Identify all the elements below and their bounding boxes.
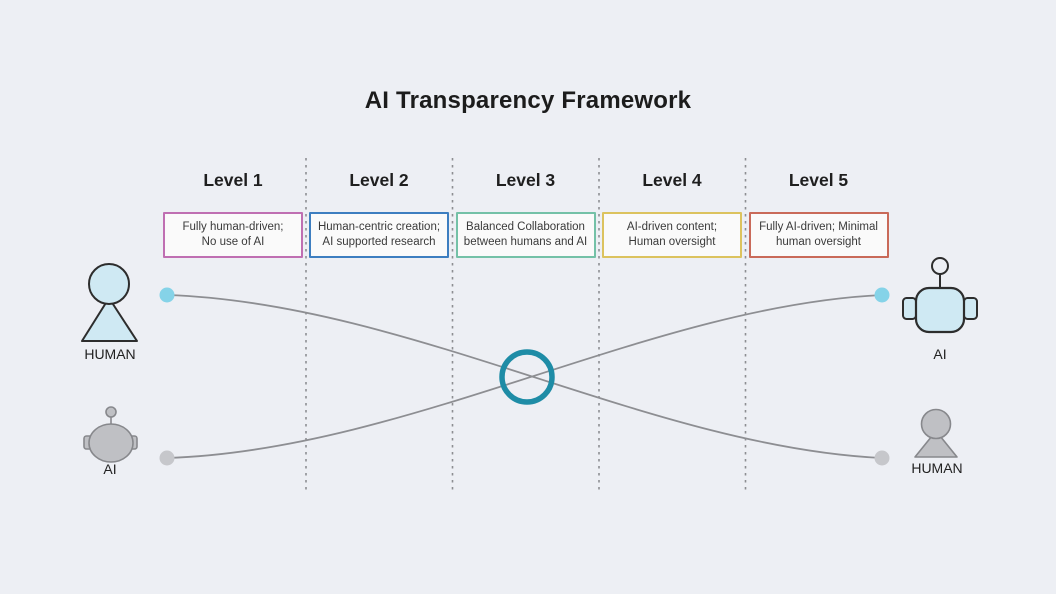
robot-figure-right-icon xyxy=(902,257,978,334)
ai-involvement-curve xyxy=(166,294,883,459)
human-involvement-curve xyxy=(166,294,883,459)
robot-ear-right xyxy=(963,297,978,320)
human-figure-right-icon xyxy=(914,408,958,458)
level-3-label: Level 3 xyxy=(495,170,556,190)
level-4-box: AI-driven content; Human oversight xyxy=(602,212,742,258)
robot-head xyxy=(914,286,966,334)
left-top-figure-label: HUMAN xyxy=(84,346,136,362)
crossover-ring-icon xyxy=(499,349,555,405)
level-4-description-line1: AI-driven content; xyxy=(626,221,718,233)
level-3-description-line2: between humans and AI xyxy=(463,236,588,248)
robot-antenna-tip xyxy=(931,257,949,275)
level-3-description-line1: Balanced Collaboration xyxy=(466,221,585,233)
level-5-label: Level 5 xyxy=(788,170,849,190)
level-column-2: Level 2 Human-centric creation; AI suppo… xyxy=(309,165,449,258)
level-5-description-line1: Fully AI-driven; Minimal xyxy=(759,221,878,233)
ai-end-dot xyxy=(874,287,890,303)
level-column-5: Level 5 Fully AI-driven; Minimal human o… xyxy=(748,165,889,258)
level-1-box: Fully human-driven; No use of AI xyxy=(163,212,303,258)
page-title: AI Transparency Framework xyxy=(364,87,692,114)
human-start-dot xyxy=(159,287,175,303)
robot-figure-left-icon xyxy=(83,406,138,463)
level-2-box: Human-centric creation; AI supported res… xyxy=(309,212,449,258)
level-1-label: Level 1 xyxy=(203,170,263,190)
level-2-description-line2: AI supported research xyxy=(322,236,436,248)
right-bottom-figure-label: HUMAN xyxy=(911,460,963,476)
level-2-description-line1: Human-centric creation; xyxy=(317,221,441,233)
level-column-3: Level 3 Balanced Collaboration between h… xyxy=(455,165,596,258)
level-2-label: Level 2 xyxy=(349,170,409,190)
human-head xyxy=(920,408,952,440)
robot-head xyxy=(88,423,134,463)
robot-ear-left xyxy=(902,297,917,320)
right-top-figure-label: AI xyxy=(933,346,947,362)
level-5-description-line2: human oversight xyxy=(775,236,862,248)
level-4-description-line2: Human oversight xyxy=(628,236,716,248)
ai-start-dot xyxy=(159,450,175,466)
human-figure-left-icon xyxy=(81,263,138,342)
human-body xyxy=(81,297,138,342)
robot-antenna-tip xyxy=(105,406,117,418)
level-3-box: Balanced Collaboration between humans an… xyxy=(455,212,596,258)
level-column-1: Level 1 Fully human-driven; No use of AI xyxy=(163,165,303,258)
level-5-box: Fully AI-driven; Minimal human oversight xyxy=(748,212,889,258)
human-body xyxy=(914,430,958,458)
human-head xyxy=(88,263,130,305)
level-4-label: Level 4 xyxy=(642,170,702,190)
level-1-description-line1: Fully human-driven; xyxy=(182,221,284,233)
human-end-dot xyxy=(874,450,890,466)
level-column-4: Level 4 AI-driven content; Human oversig… xyxy=(602,165,742,258)
left-bottom-figure-label: AI xyxy=(103,461,117,477)
level-1-description-line2: No use of AI xyxy=(201,236,265,248)
